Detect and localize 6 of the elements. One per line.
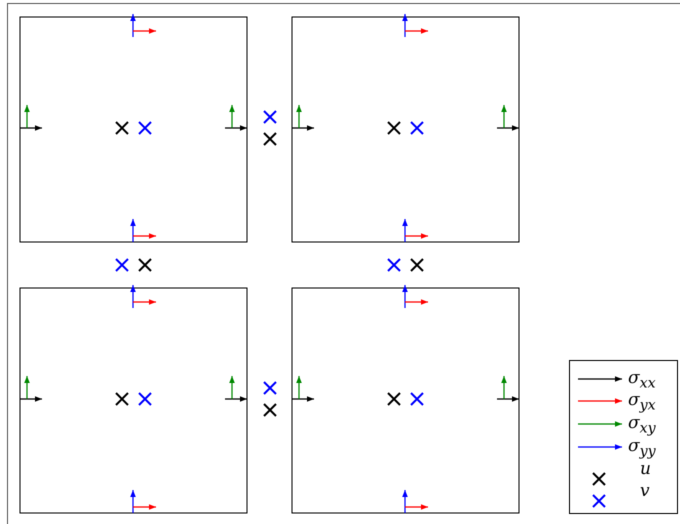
legend-label: v [640, 482, 650, 500]
legend-label: σ$_{xx}$ [628, 369, 656, 392]
legend-label: σ$_{yx}$ [628, 391, 656, 414]
legend-label: σ$_{yy}$ [628, 437, 656, 460]
legend-label: u [640, 460, 651, 478]
legend-label: σ$_{xy}$ [628, 414, 656, 438]
